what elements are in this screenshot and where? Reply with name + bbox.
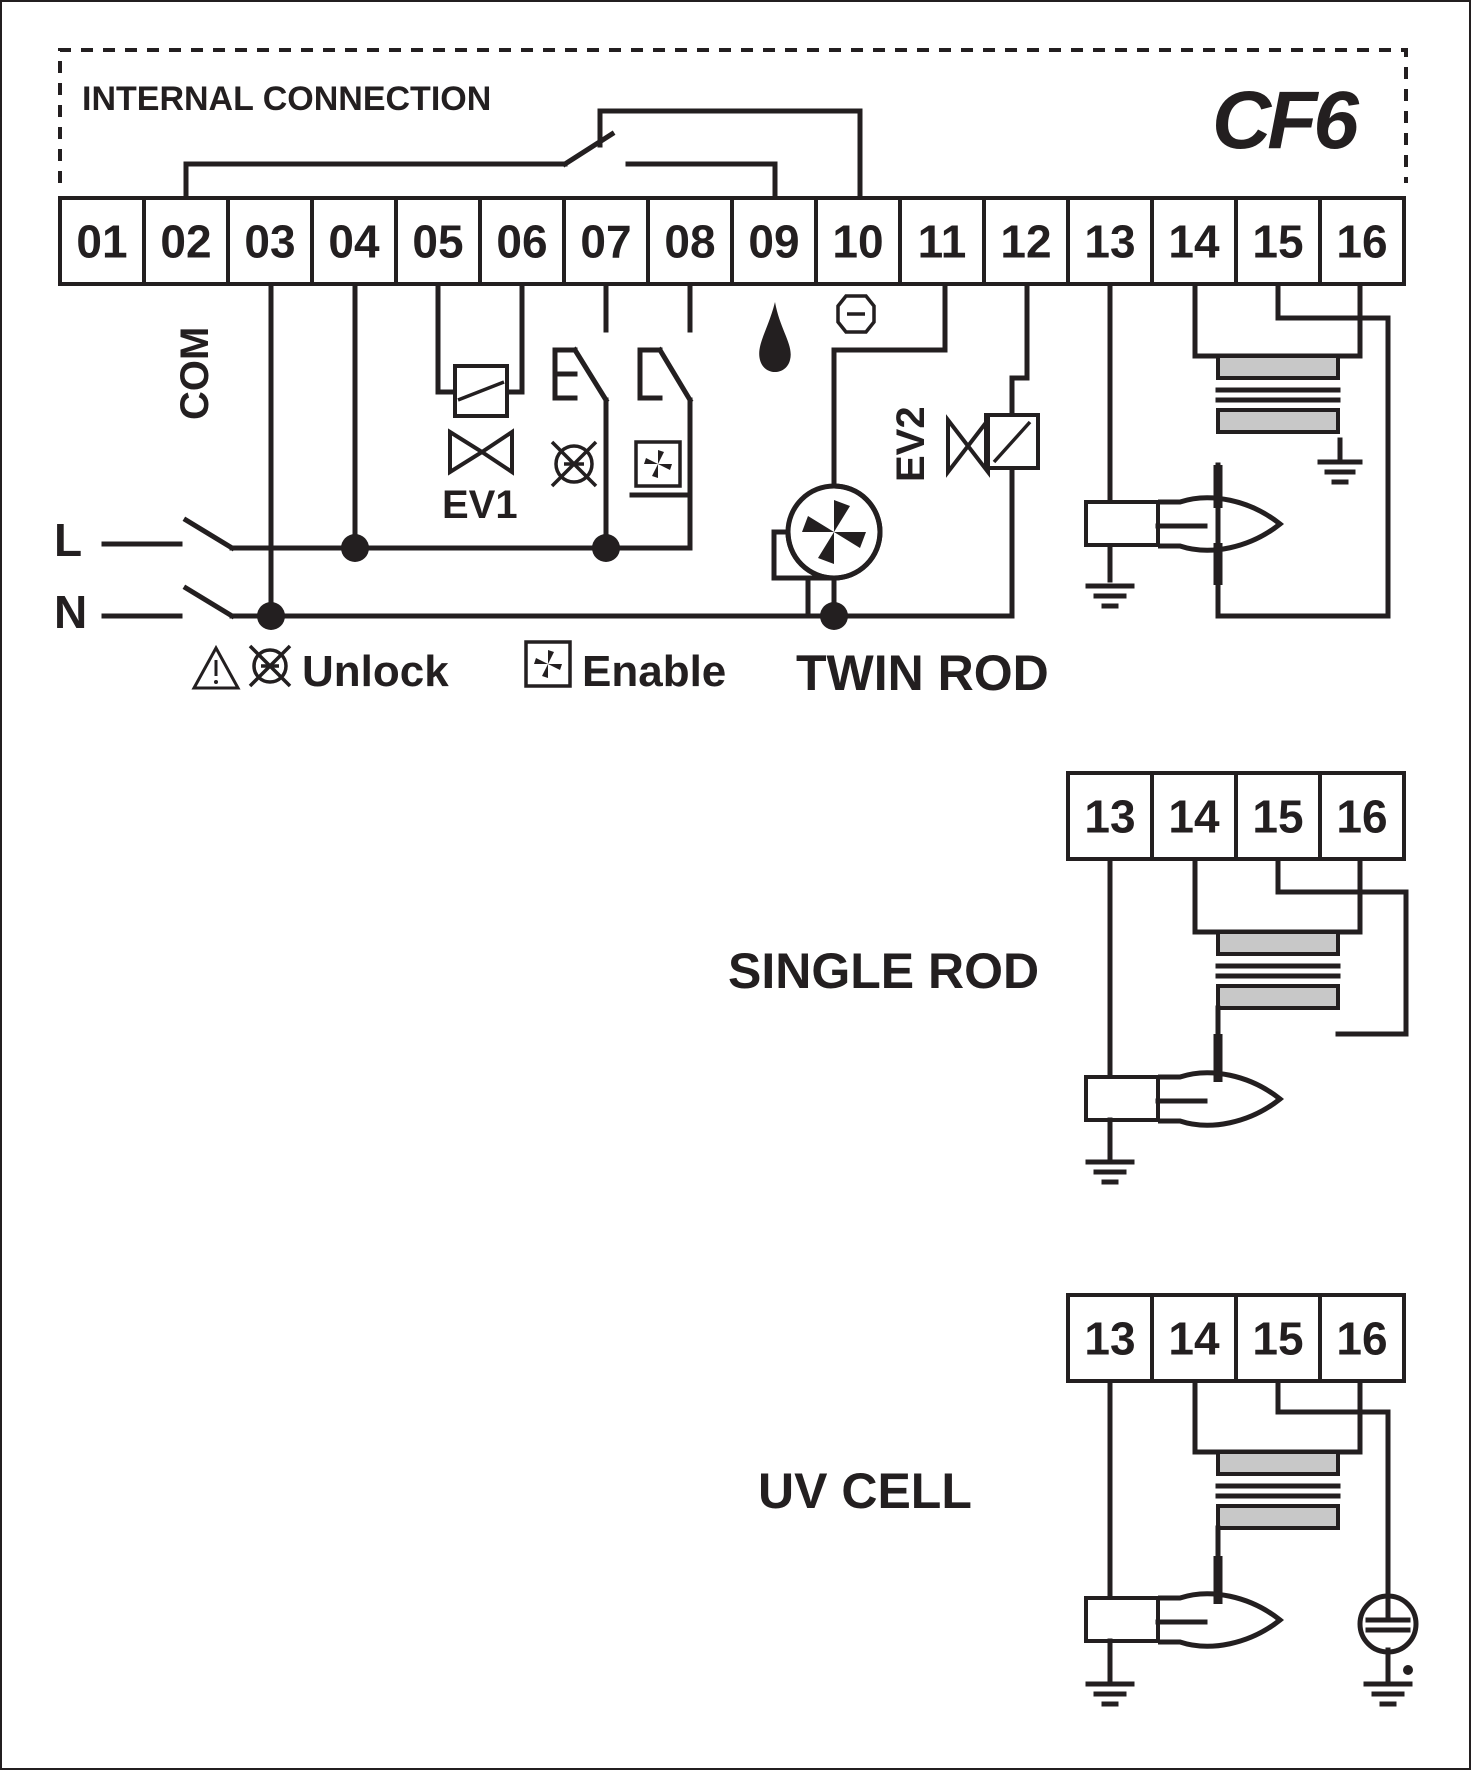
twin-rod-label: TWIN ROD bbox=[796, 645, 1049, 701]
terminal-number: 16 bbox=[1336, 1313, 1387, 1365]
ground-icon bbox=[1085, 583, 1135, 609]
uv-cell-wiring bbox=[1084, 1379, 1391, 1685]
internal-connection-frame bbox=[58, 48, 1408, 183]
fan-motor-icon bbox=[771, 483, 883, 581]
fan-enable-icon bbox=[634, 440, 682, 488]
enable-label: Enable bbox=[582, 647, 726, 696]
ground-icon bbox=[1317, 459, 1363, 485]
ev1-label: EV1 bbox=[442, 483, 518, 527]
com-label: COM bbox=[173, 327, 217, 420]
contact-symbols bbox=[552, 347, 663, 401]
junction-dot bbox=[341, 534, 369, 562]
terminal-number: 16 bbox=[1336, 216, 1387, 268]
terminal-cell bbox=[1150, 1293, 1238, 1383]
terminal-cell bbox=[1234, 196, 1322, 286]
lockout-icon bbox=[550, 440, 598, 488]
main-wiring bbox=[101, 282, 1391, 620]
ground-icon bbox=[1085, 1159, 1135, 1185]
terminal-number: 06 bbox=[496, 216, 547, 268]
terminal-number: 03 bbox=[244, 216, 295, 268]
solenoid-valve-icon bbox=[448, 364, 514, 476]
terminal-cell bbox=[1150, 771, 1238, 861]
terminal-block: 01 02 03 04 05 06 07 08 09 10 11 12 13 14 15 16 bbox=[58, 196, 1406, 286]
junction-dot bbox=[820, 602, 848, 630]
terminal-cell bbox=[982, 196, 1070, 286]
terminal-number: 13 bbox=[1084, 216, 1135, 268]
ground-icon bbox=[1363, 1681, 1413, 1707]
ev2-label: EV2 bbox=[889, 406, 933, 482]
junction-dots bbox=[257, 534, 848, 630]
terminal-cell bbox=[226, 196, 314, 286]
terminal-number: 15 bbox=[1252, 216, 1303, 268]
electrode-icon bbox=[1084, 465, 1285, 585]
terminal-cell bbox=[1150, 196, 1238, 286]
terminal-number: 10 bbox=[832, 216, 883, 268]
uv-cell-label: UV CELL bbox=[758, 1463, 972, 1519]
junction-dot bbox=[257, 602, 285, 630]
unlock-label: Unlock bbox=[302, 647, 449, 696]
terminal-cell bbox=[1318, 1293, 1406, 1383]
terminal-number: 04 bbox=[328, 216, 380, 268]
terminal-cell bbox=[142, 196, 230, 286]
terminal-number: 11 bbox=[918, 216, 967, 268]
junction-dot bbox=[592, 534, 620, 562]
terminal-number: 05 bbox=[412, 216, 463, 268]
terminal-number: 09 bbox=[748, 216, 799, 268]
single-rod-label: SINGLE ROD bbox=[728, 943, 1039, 999]
terminal-cell bbox=[1318, 196, 1406, 286]
line-label: L bbox=[54, 514, 82, 566]
terminal-number: 14 bbox=[1168, 1313, 1220, 1365]
fan-enable-icon bbox=[524, 640, 572, 688]
brand-logo: CF6 bbox=[1212, 75, 1360, 166]
terminal-number: 08 bbox=[664, 216, 715, 268]
terminal-number: 02 bbox=[160, 216, 211, 268]
terminal-number: 15 bbox=[1252, 1313, 1303, 1365]
terminal-cell bbox=[646, 196, 734, 286]
terminal-block-single-rod: 13 14 15 16 bbox=[1066, 771, 1406, 861]
warning-icon bbox=[191, 644, 241, 690]
internal-wiring bbox=[183, 108, 863, 199]
internal-connection-label: INTERNAL CONNECTION bbox=[82, 80, 491, 118]
solenoid-valve-icon bbox=[946, 413, 1040, 478]
terminal-number: 07 bbox=[580, 216, 631, 268]
flame-icon bbox=[759, 302, 791, 372]
terminal-number: 13 bbox=[1084, 791, 1135, 843]
ignition-transformer-icon bbox=[1215, 354, 1341, 434]
terminal-number: 16 bbox=[1336, 791, 1387, 843]
terminal-number: 14 bbox=[1168, 791, 1220, 843]
uv-cell-icon bbox=[1357, 1593, 1419, 1675]
terminal-number: 01 bbox=[76, 216, 127, 268]
terminal-cell bbox=[1318, 771, 1406, 861]
single-rod-wiring bbox=[1084, 857, 1409, 1163]
terminal-cell bbox=[1066, 1293, 1154, 1383]
terminal-cell bbox=[58, 196, 146, 286]
terminal-number: 13 bbox=[1084, 1313, 1135, 1365]
ground-icon bbox=[1085, 1681, 1135, 1707]
lockout-icon bbox=[248, 644, 292, 688]
terminal-cell bbox=[814, 196, 902, 286]
terminal-number: 14 bbox=[1168, 216, 1220, 268]
terminal-number: 15 bbox=[1252, 791, 1303, 843]
terminal-number: 12 bbox=[1000, 216, 1051, 268]
terminal-cell bbox=[898, 196, 986, 286]
minus-circle-icon bbox=[836, 294, 876, 334]
terminal-block-uv-cell: 13 14 15 16 bbox=[1066, 1293, 1406, 1383]
neutral-label: N bbox=[54, 586, 87, 638]
